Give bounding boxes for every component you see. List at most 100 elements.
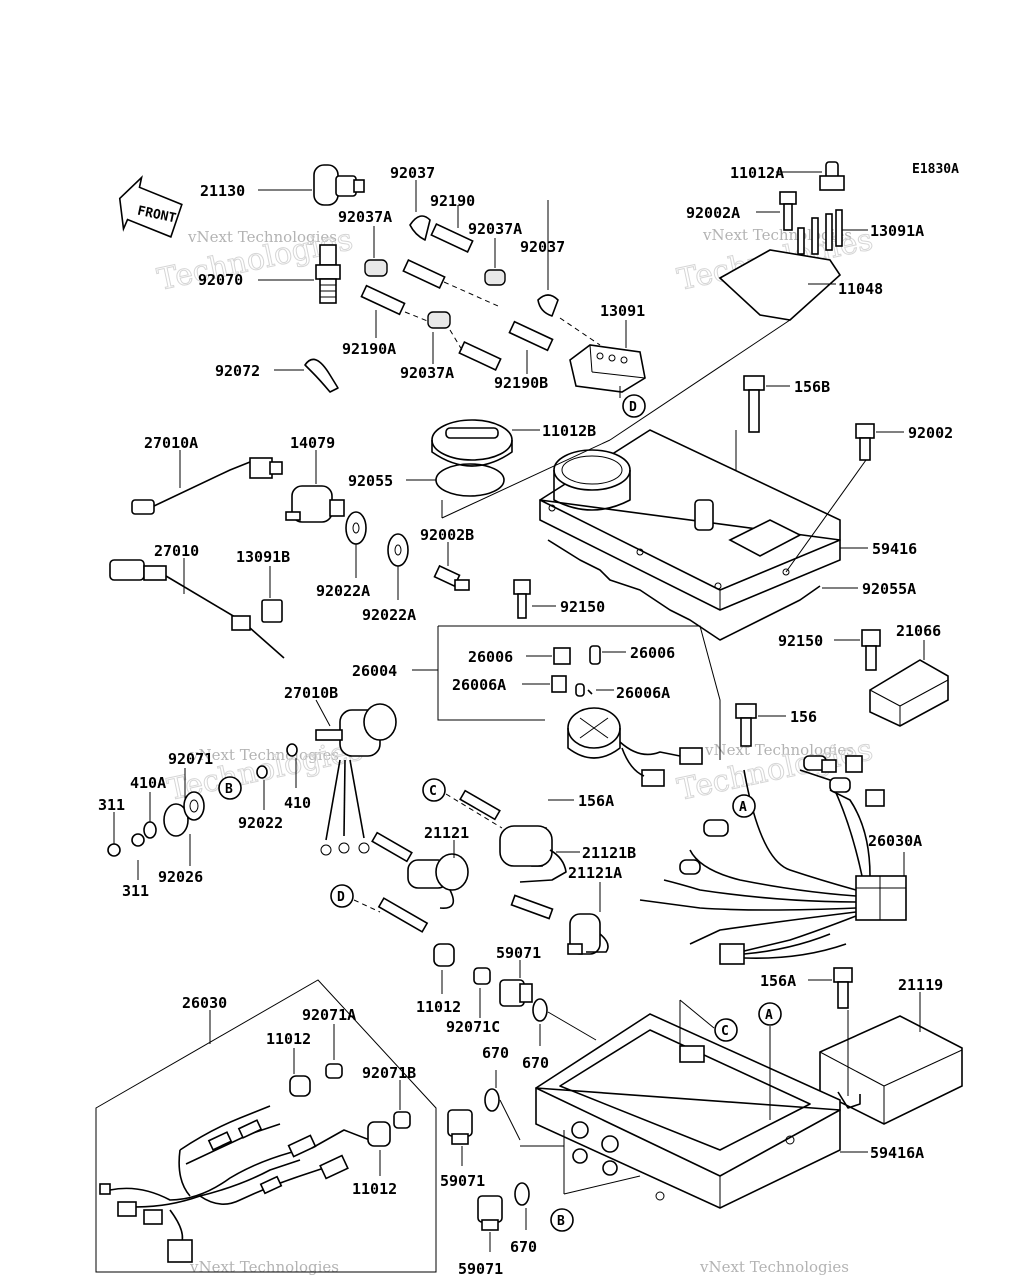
part-label[interactable]: 92072: [215, 362, 260, 380]
part-label[interactable]: 26006A: [616, 684, 670, 702]
part-label[interactable]: 92022: [238, 814, 283, 832]
part-label[interactable]: 11012B: [542, 422, 596, 440]
part-label[interactable]: 156B: [794, 378, 830, 396]
part-label[interactable]: 92026: [158, 868, 203, 886]
regulator-21066: [869, 640, 949, 727]
part-label[interactable]: 92150: [778, 632, 823, 650]
part-label[interactable]: 92071B: [362, 1064, 416, 1082]
fitting-92071A: [325, 1024, 343, 1079]
part-label[interactable]: 14079: [290, 434, 335, 452]
part-label[interactable]: 92190B: [494, 374, 548, 392]
part-label[interactable]: 410A: [130, 774, 166, 792]
part-label[interactable]: 92150: [560, 598, 605, 616]
bolt-156B: [743, 375, 790, 433]
part-label[interactable]: 92037: [520, 238, 565, 256]
leader-line: [609, 319, 791, 441]
part-label[interactable]: 92055: [348, 472, 393, 490]
small-parts-left: [107, 743, 298, 880]
watermark-text: vNext Technologies: [699, 1258, 849, 1276]
part-label[interactable]: 21121A: [568, 864, 622, 882]
part-label[interactable]: 26004: [352, 662, 397, 680]
part-label[interactable]: 410: [284, 794, 311, 812]
part-label[interactable]: 13091: [600, 302, 645, 320]
part-label[interactable]: 21119: [898, 976, 943, 994]
part-label[interactable]: 92037A: [338, 208, 392, 226]
part-label[interactable]: 92002B: [420, 526, 474, 544]
watermark-text: vNext Technologies: [189, 746, 339, 764]
part-label[interactable]: 92190: [430, 192, 475, 210]
svg-text:D: D: [629, 400, 637, 415]
part-label[interactable]: 13091B: [236, 548, 290, 566]
sensor-27010: [109, 558, 285, 659]
control-unit-21119: [819, 992, 963, 1125]
part-label[interactable]: 11048: [838, 280, 883, 298]
part-label[interactable]: 11012: [352, 1180, 397, 1198]
watermark-text: vNext Technologies: [187, 228, 337, 246]
part-label[interactable]: 26030A: [868, 832, 922, 850]
leader-line: [785, 459, 867, 573]
ref-circle-d2: D: [330, 884, 354, 908]
part-label[interactable]: 92037A: [400, 364, 454, 382]
cap-11012B: [431, 419, 540, 467]
part-label[interactable]: 27010B: [284, 684, 338, 702]
part-label[interactable]: 59416: [872, 540, 917, 558]
part-label[interactable]: 11012: [266, 1030, 311, 1048]
part-label[interactable]: 670: [482, 1044, 509, 1062]
svg-text:A: A: [765, 1008, 773, 1023]
part-label[interactable]: 92037A: [468, 220, 522, 238]
part-label[interactable]: 11012: [416, 998, 461, 1016]
part-label[interactable]: 92070: [198, 271, 243, 289]
coil-21121A: [510, 882, 609, 955]
part-label[interactable]: 92055A: [862, 580, 916, 598]
ref-circle-c: C: [422, 778, 446, 802]
starter-relay-27010B: [315, 699, 397, 856]
o-ring-92055: [406, 463, 505, 497]
part-label[interactable]: 92190A: [342, 340, 396, 358]
part-label[interactable]: 92037: [390, 164, 435, 182]
part-label[interactable]: 156A: [578, 792, 614, 810]
ref-circle-b2: B: [550, 1208, 574, 1232]
fitting-92071B: [393, 1080, 411, 1129]
part-label[interactable]: 21130: [200, 182, 245, 200]
part-label[interactable]: 92071: [168, 750, 213, 768]
sensor-27010A: [131, 450, 283, 515]
part-label[interactable]: 156: [790, 708, 817, 726]
part-label[interactable]: 92022A: [316, 582, 370, 600]
part-label[interactable]: 311: [122, 882, 149, 900]
part-label[interactable]: 21121: [424, 824, 469, 842]
part-label[interactable]: 13091A: [870, 222, 924, 240]
clamp-92072: [274, 358, 339, 393]
part-label[interactable]: 11012A: [730, 164, 784, 182]
bracket-11048: [718, 209, 868, 321]
part-label[interactable]: 26006: [468, 648, 513, 666]
part-label[interactable]: 670: [510, 1238, 537, 1256]
part-label[interactable]: 26030: [182, 994, 227, 1012]
part-label[interactable]: 26006A: [452, 676, 506, 694]
fitting-59071: [499, 960, 533, 1007]
o-ring-670-c: [514, 1182, 530, 1230]
part-label[interactable]: 27010A: [144, 434, 198, 452]
switch-14079: [285, 450, 345, 523]
part-label[interactable]: 59071: [440, 1172, 485, 1190]
part-label[interactable]: 92022A: [362, 606, 416, 624]
part-label[interactable]: 92071A: [302, 1006, 356, 1024]
part-label[interactable]: 21066: [896, 622, 941, 640]
part-label[interactable]: 59071: [496, 944, 541, 962]
part-label[interactable]: 27010: [154, 542, 199, 560]
part-label[interactable]: 311: [98, 796, 125, 814]
part-label[interactable]: 26006: [630, 644, 675, 662]
part-label[interactable]: 92071C: [446, 1018, 500, 1036]
fuse-26006: [526, 645, 626, 665]
svg-text:B: B: [557, 1214, 565, 1229]
part-label[interactable]: 59071: [458, 1260, 503, 1278]
part-label[interactable]: 670: [522, 1054, 549, 1072]
bolt-92002A: [756, 191, 797, 231]
part-label[interactable]: 59416A: [870, 1144, 924, 1162]
leader-line: [563, 1175, 641, 1195]
part-label[interactable]: 156A: [760, 972, 796, 990]
part-label[interactable]: 92002A: [686, 204, 740, 222]
part-label[interactable]: 21121B: [582, 844, 636, 862]
part-label[interactable]: 92002: [908, 424, 953, 442]
tube: [459, 789, 501, 821]
